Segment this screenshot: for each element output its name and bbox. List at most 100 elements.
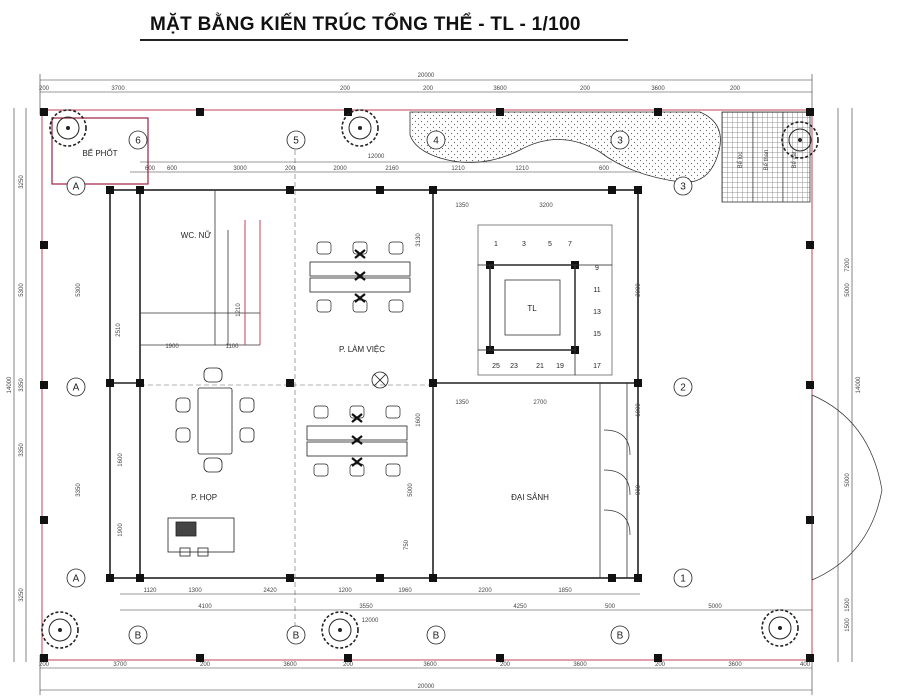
tree-icon (761, 609, 799, 647)
dim-misc: 1900 (118, 523, 124, 537)
dim-bottom-row2-seg: 4250 (513, 604, 527, 610)
dim-stair-top: 3200 (539, 203, 553, 209)
grid-bubble: B (286, 625, 306, 645)
stair-number: 11 (593, 287, 600, 294)
dim-bottom-seg: 3700 (113, 662, 127, 668)
column (429, 574, 437, 582)
dim-wc: 2510 (116, 323, 122, 337)
dim-misc: 2000 (636, 283, 642, 297)
dim-bottom-seg: 200 (200, 662, 211, 668)
tank-label-3: Bể cát (791, 151, 798, 168)
dim-misc: 5000 (408, 483, 414, 497)
dim-misc: 1000 (636, 403, 642, 417)
grid-bubble-label: 6 (135, 136, 141, 147)
grid-bubble: A (66, 377, 86, 397)
grid-bubble-label: 3 (680, 182, 686, 193)
dim-right-seg: 1500 (845, 598, 851, 612)
light-fixture-icon (371, 371, 389, 389)
stair-number: 7 (568, 241, 572, 248)
dim-left-seg: 3250 (19, 175, 25, 189)
column (40, 654, 48, 662)
column (286, 379, 294, 387)
dim-misc: 3350 (76, 483, 82, 497)
dim-right-seg: 1500 (845, 618, 851, 632)
dim-bottom-row1-seg: 2200 (478, 588, 492, 594)
column (806, 654, 814, 662)
dim-bottom-row2-seg: 4100 (198, 604, 212, 610)
column (40, 381, 48, 389)
plant-icon (354, 293, 366, 303)
dim-bottom-seg: 200 (343, 662, 354, 668)
stair-number: 3 (522, 241, 526, 248)
column (496, 108, 504, 116)
column (634, 574, 642, 582)
grid-bubble: B (426, 625, 446, 645)
lobby-label: ĐẠI SẢNH (511, 493, 549, 502)
grid-bubble: A (66, 176, 86, 196)
dim-bottom-row1-seg: 1200 (338, 588, 352, 594)
dim-inner-top-seg: 600 (599, 166, 610, 172)
column (429, 379, 437, 387)
desk (309, 277, 411, 293)
grid-bubble-label: 5 (293, 136, 299, 147)
dim-overall-bottom: 20000 (418, 684, 435, 690)
dim-inner-top-seg: 200 (285, 166, 296, 172)
dim-misc: 900 (636, 484, 642, 495)
dim-top-seg: 200 (730, 86, 741, 92)
grid-bubble-label: 1 (680, 574, 686, 585)
dim-stair-left: 1350 (455, 203, 469, 209)
grid-bubble: B (610, 625, 630, 645)
dim-wc: 1100 (226, 344, 240, 350)
dim-bottom-seg: 3600 (728, 662, 742, 668)
overall-dimension-top (39, 74, 813, 115)
plant-icon (354, 271, 366, 281)
column (496, 654, 504, 662)
grid-bubble-label: B (135, 631, 142, 642)
stair-number: 25 (492, 363, 500, 370)
dim-inner-top: 12000 (368, 154, 385, 160)
tank-label-2: Bể than (763, 150, 770, 171)
dim-right-total: 14000 (856, 376, 862, 393)
dim-bottom-row1-seg: 2420 (263, 588, 277, 594)
dim-top-seg: 3600 (651, 86, 665, 92)
column (344, 654, 352, 662)
meeting-table (175, 367, 255, 473)
column (376, 186, 384, 194)
dim-bottom-seg: 200 (39, 662, 50, 668)
chair (316, 299, 332, 313)
page-title: MẶT BẰNG KIẾN TRÚC TỔNG THỂ - TL - 1/100 (150, 14, 581, 35)
dim-left-seg: 3250 (19, 588, 25, 602)
column (376, 574, 384, 582)
desk (309, 261, 411, 277)
dim-bottom-inner: 12000 (362, 618, 379, 624)
chair (313, 405, 329, 419)
overall-dimension-bottom (39, 655, 813, 695)
dim-wc: 1210 (236, 303, 242, 317)
grid-bubble-label: B (617, 631, 624, 642)
stair-number: 13 (593, 309, 601, 316)
grid-bubble-label: A (73, 574, 80, 585)
dim-misc: 5300 (76, 283, 82, 297)
column (136, 379, 144, 387)
dim-bottom-seg: 200 (500, 662, 511, 668)
septic-label: BỂ PHỐT (82, 148, 117, 158)
column (806, 241, 814, 249)
column (286, 186, 294, 194)
column (634, 186, 642, 194)
column (654, 108, 662, 116)
dim-right-seg: 5000 (845, 473, 851, 487)
garden-area (409, 111, 721, 183)
stair-number: 19 (556, 363, 564, 370)
dim-misc: 750 (404, 539, 410, 550)
dim-inner-top-seg: 2160 (385, 166, 399, 172)
column (136, 574, 144, 582)
chair (349, 463, 365, 477)
dim-stair-right: 1350 (455, 400, 469, 406)
septic-tank (51, 117, 149, 185)
dim-top-seg: 3700 (111, 86, 125, 92)
